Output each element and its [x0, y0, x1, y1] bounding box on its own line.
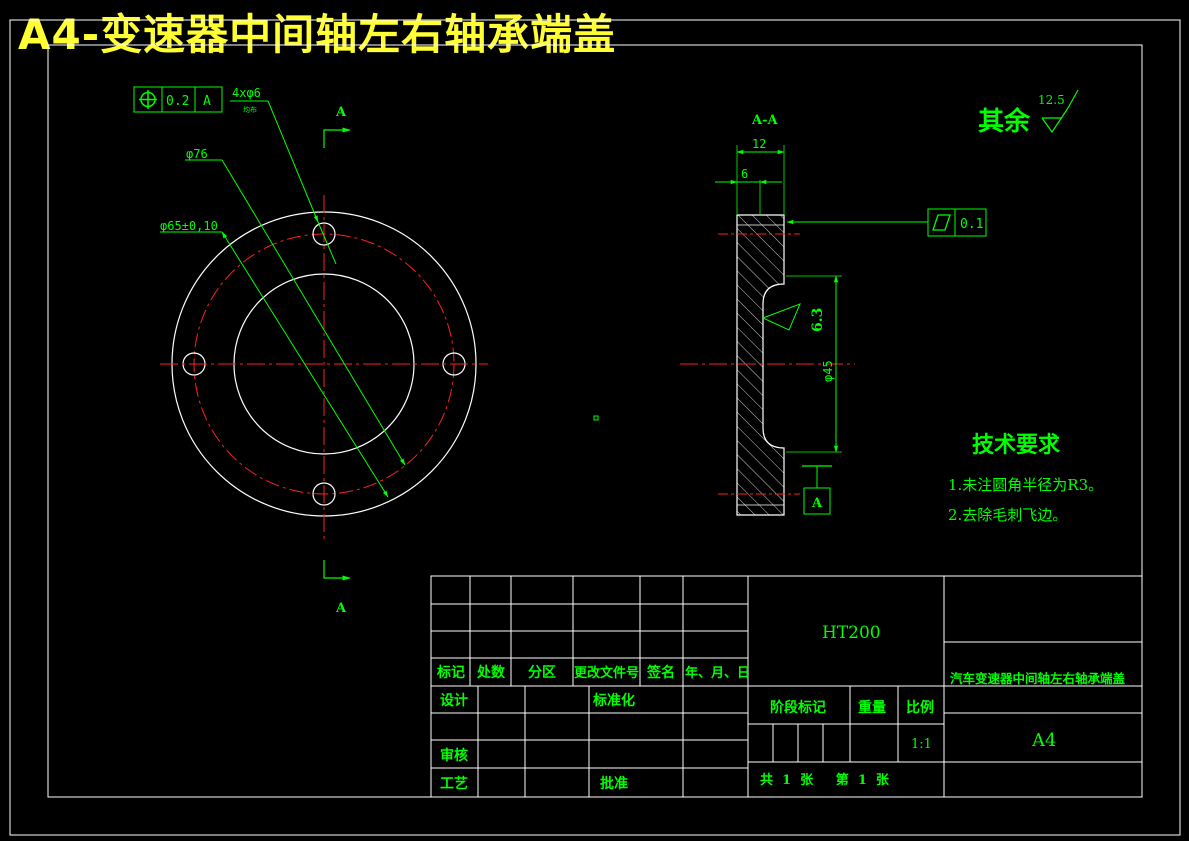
surface-finish-label: 其余: [978, 106, 1031, 137]
section-mark-bottom: A: [335, 601, 347, 616]
flatness-icon: [932, 214, 951, 231]
tb-check: 审核: [440, 747, 468, 764]
hole-callout: 4xφ6: [232, 86, 261, 100]
tb-approve: 批准: [600, 775, 628, 792]
title-block-grid: [430, 575, 1143, 798]
flatness-value: 0.1: [960, 217, 983, 232]
tb-header-count: 处数: [476, 664, 506, 681]
roughness-label: 6.3: [810, 308, 826, 332]
tb-weight: 重量: [858, 699, 886, 716]
tb-scale-label: 比例: [906, 699, 934, 716]
tb-design: 设计: [440, 692, 468, 709]
roughness-icon: [762, 303, 801, 331]
pcd-diameter-label: φ65±0,10: [160, 219, 218, 233]
outer-diameter-label: φ76: [186, 147, 208, 161]
outer-border: [9, 19, 1181, 836]
tb-standard: 标准化: [592, 692, 635, 709]
tech-req-item-2: 2.去除毛刺飞边。: [948, 506, 1067, 524]
tb-part-name: 汽车变速器中间轴左右轴承端盖: [950, 671, 1126, 686]
bore-diameter-label: φ45: [821, 360, 835, 382]
position-tolerance-datum: A: [203, 94, 211, 109]
position-tolerance-value: 0.2: [166, 94, 189, 109]
front-view: [133, 86, 488, 581]
tb-header-zone: 分区: [528, 665, 556, 681]
surface-finish-value: 12.5: [1038, 93, 1065, 107]
tb-header-date: 年、月、日: [685, 665, 750, 681]
width-flange-label: 6: [741, 167, 748, 181]
section-mark-top: A: [335, 105, 347, 120]
width-total-label: 12: [752, 137, 766, 151]
surface-finish-icon: [1041, 107, 1069, 134]
hole-note: 均布: [243, 105, 257, 114]
tb-sheet-size: A4: [1031, 730, 1056, 751]
tb-scale-value: 1:1: [911, 737, 932, 752]
datum-label: A: [811, 496, 823, 511]
tech-req-title: 技术要求: [972, 432, 1060, 458]
tb-process: 工艺: [440, 775, 468, 792]
tb-stage-mark: 阶段标记: [770, 699, 826, 716]
section-title: A-A: [751, 113, 778, 128]
material-label: HT200: [822, 623, 881, 643]
tech-req-item-1: 1.未注圆角半径为R3。: [948, 476, 1103, 494]
tb-sheets: 共 1 张 第 1 张: [760, 772, 890, 788]
tb-header-change-doc: 更改文件号: [574, 665, 639, 681]
section-view: [680, 145, 987, 516]
tb-header-mark: 标记: [436, 664, 465, 681]
tb-header-sign: 签名: [646, 664, 675, 681]
